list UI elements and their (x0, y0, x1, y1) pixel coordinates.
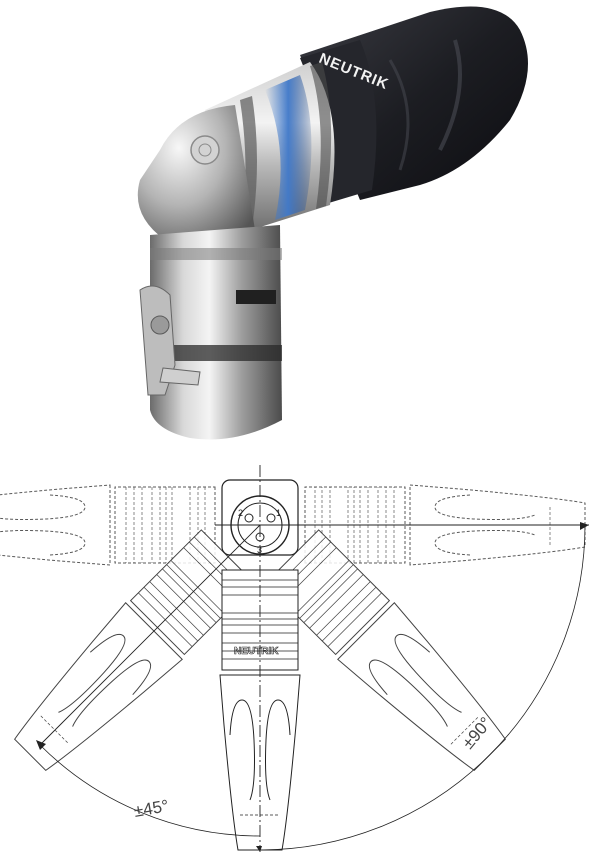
boot: NEUTRIK (300, 6, 528, 205)
vertical-body (139, 225, 282, 440)
pin-label-2: 2 (238, 508, 243, 518)
angle-label-45: ±45° (132, 796, 170, 821)
arc-plus-minus-45 (39, 744, 261, 837)
arc-plus-minus-90 (259, 524, 586, 851)
latch (139, 285, 176, 396)
drawing-brand-label: NEUTRIK (234, 646, 279, 657)
elbow (137, 105, 255, 248)
rotation-diagram: NEUTRIK 1 2 3 ±90° ±45° (0, 465, 589, 852)
pin-label-1: 1 (276, 508, 281, 518)
pin-face: 1 2 3 (221, 479, 299, 556)
connector-position-plus-45 (263, 528, 519, 784)
diagonal-axis-45 (39, 524, 261, 746)
neutrik-logo-emboss (190, 135, 220, 165)
pin-label-3: 3 (257, 545, 262, 555)
connector-photo: NEUTRIK (137, 6, 528, 440)
